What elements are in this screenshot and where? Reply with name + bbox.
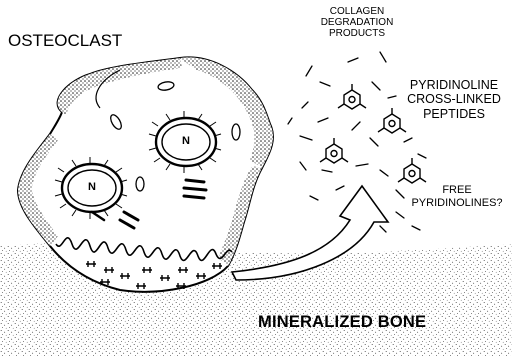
label-collagen-degradation-products: COLLAGEN DEGRADATION PRODUCTS	[292, 6, 422, 39]
pyridinoline-ring-icon	[320, 138, 348, 163]
pyridinoline-ring-icon	[398, 158, 426, 183]
label-osteoclast: OSTEOCLAST	[8, 32, 122, 51]
nucleus-label: N	[176, 135, 196, 147]
label-mineralized-bone: MINERALIZED BONE	[258, 313, 426, 331]
label-free-pyridinolines: FREE PYRIDINOLINES?	[404, 184, 510, 210]
label-pyridinoline-cross-linked-peptides: PYRIDINOLINE CROSS-LINKED PEPTIDES	[398, 78, 510, 121]
nucleus-label: N	[82, 181, 102, 193]
pyridinoline-ring-icon	[338, 84, 366, 109]
